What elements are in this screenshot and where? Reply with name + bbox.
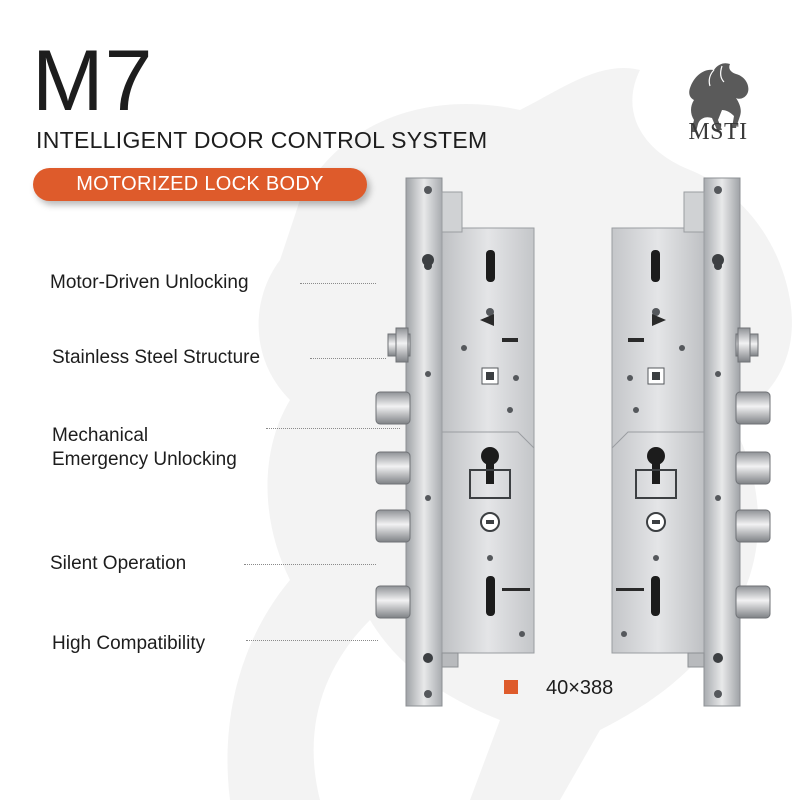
- feature-leader-line: [310, 358, 386, 359]
- feature-stainless-steel: Stainless Steel Structure: [52, 347, 261, 368]
- model-title: M7: [32, 33, 154, 129]
- feature-leader-line: [244, 564, 376, 565]
- lock-body-badge: MOTORIZED LOCK BODY: [33, 168, 367, 201]
- lock-body-badge-text: MOTORIZED LOCK BODY: [76, 173, 324, 195]
- feature-mechanical-line2: Emergency Unlocking: [52, 449, 237, 470]
- feature-leader-line: [246, 640, 378, 641]
- feature-leader-line: [300, 283, 376, 284]
- feature-high-compatibility: High Compatibility: [52, 633, 206, 654]
- feature-mechanical-line1: Mechanical: [52, 425, 149, 446]
- feature-silent-operation: Silent Operation: [50, 553, 187, 574]
- product-subtitle: INTELLIGENT DOOR CONTROL SYSTEM: [36, 127, 488, 153]
- dimension-marker: [504, 680, 518, 694]
- feature-motor-driven: Motor-Driven Unlocking: [50, 272, 249, 293]
- brand-logo-text: MSTI: [688, 119, 748, 145]
- dimension-label: 40×388: [546, 677, 614, 699]
- feature-leader-line: [266, 428, 400, 429]
- horse-icon: [689, 63, 749, 132]
